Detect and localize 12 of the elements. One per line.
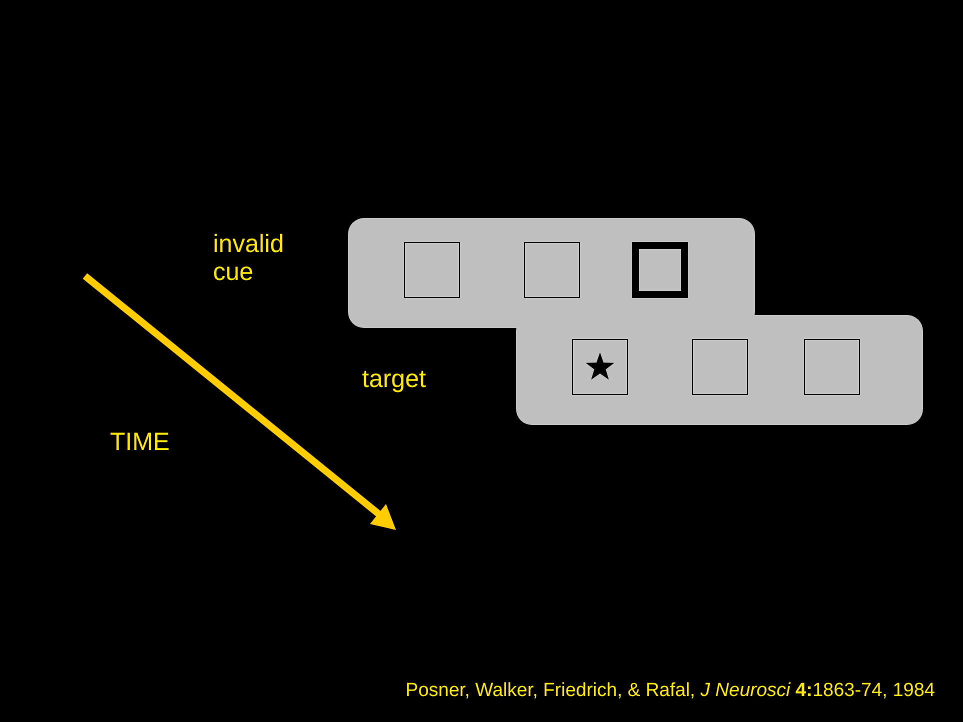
display-panel	[516, 315, 923, 425]
location-box	[804, 339, 860, 395]
cued-location-box	[632, 242, 688, 298]
location-box	[524, 242, 580, 298]
condition-label: target	[362, 365, 427, 393]
location-box	[404, 242, 460, 298]
axis-label: TIME	[110, 428, 170, 456]
location-box	[572, 339, 628, 395]
display-panel	[348, 218, 755, 328]
location-box	[692, 339, 748, 395]
citation-text: Posner, Walker, Friedrich, & Rafal, J Neurosci 4:1863-74, 1984	[406, 680, 935, 702]
condition-label: invalid cue	[213, 230, 285, 286]
